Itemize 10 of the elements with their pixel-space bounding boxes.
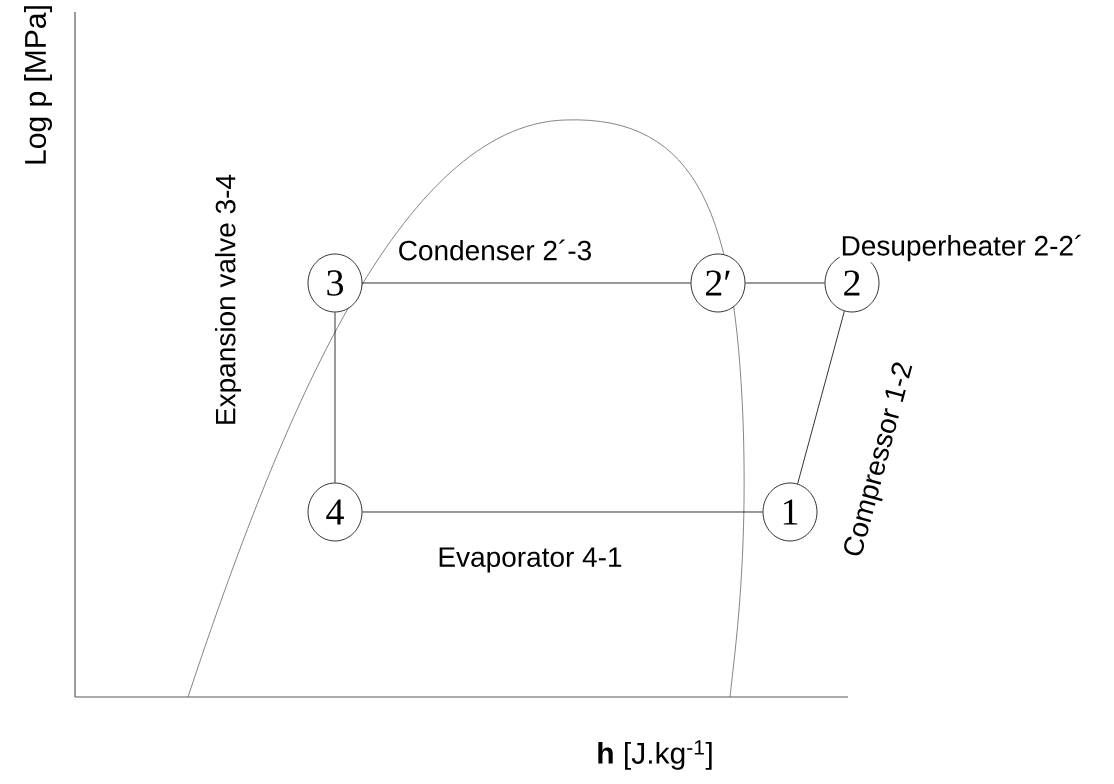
axis-label: h [J.kg$^{-1}$]	[598, 740, 712, 770]
process-label: Expansion valve 3-4	[213, 172, 243, 428]
process-line	[745, 282, 825, 284]
process-label: Condenser 2´-3	[396, 238, 594, 262]
process-line	[362, 282, 691, 284]
process-line	[797, 310, 845, 485]
process-line	[334, 312, 336, 483]
axis-label: Log p [MPa]	[24, 6, 52, 164]
process-label: Evaporator 4-1	[436, 546, 624, 574]
process-line	[362, 511, 763, 513]
